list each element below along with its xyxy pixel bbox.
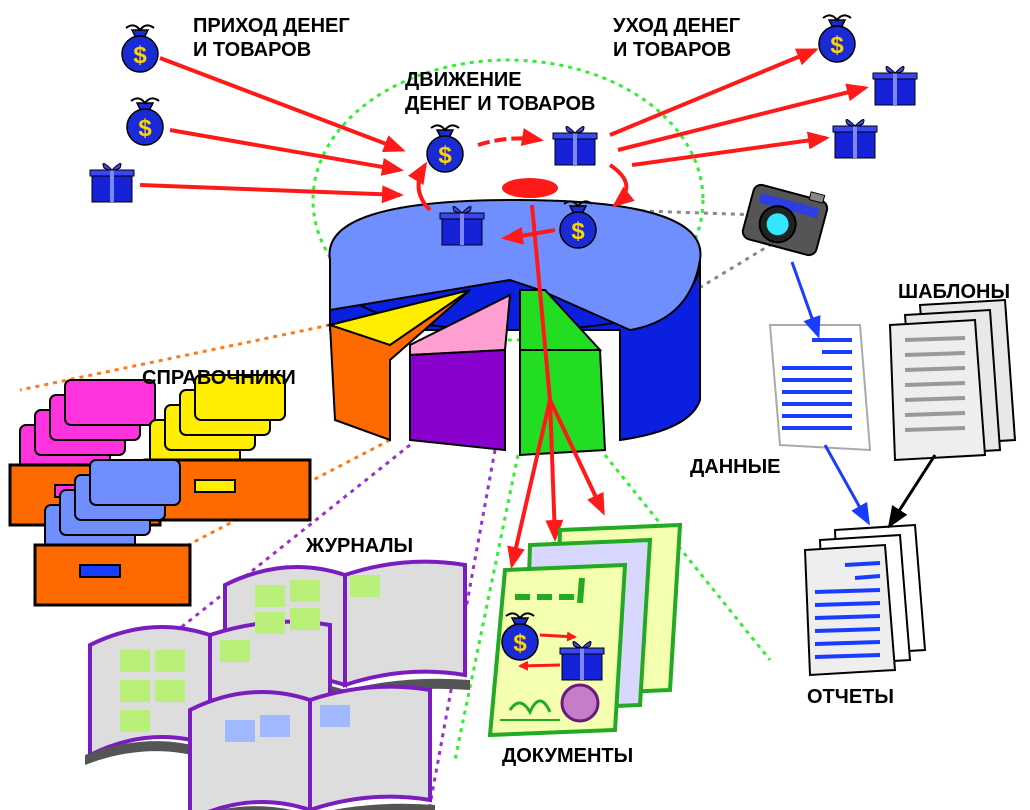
gift-box-icon [832, 118, 878, 159]
income-label-line2: И ТОВАРОВ [193, 39, 311, 61]
gift-box-icon [552, 125, 598, 166]
data-document-icon [768, 324, 872, 452]
templates-document-icon [888, 298, 1017, 462]
templates-label: ШАБЛОНЫ [898, 281, 1010, 303]
gift-box-icon [89, 162, 135, 203]
references-label: СПРАВОЧНИКИ [142, 367, 296, 389]
money-bag-icon [426, 124, 464, 173]
gift-box-icon [872, 65, 918, 106]
outgo-flow [609, 14, 918, 167]
data-label: ДАННЫЕ [690, 456, 781, 478]
income-label-line1: ПРИХОД ДЕНЕГ [193, 15, 350, 37]
money-bag-icon [126, 97, 164, 146]
camera-icon [741, 183, 829, 257]
document-arrows [507, 204, 605, 569]
movement-label-line1: ДВИЖЕНИЕ [405, 69, 522, 91]
documents-label: ДОКУМЕНТЫ [502, 745, 633, 767]
income-flow [89, 24, 406, 204]
labels: ПРИХОД ДЕНЕГ И ТОВАРОВ УХОД ДЕНЕГ И ТОВА… [142, 15, 1010, 767]
pie-chart-database [326, 178, 702, 457]
movement-label-line2: ДЕНЕГ И ТОВАРОВ [405, 93, 595, 115]
journals-label: ЖУРНАЛЫ [305, 535, 413, 557]
documents-stack [487, 522, 683, 738]
reports-document-icon [803, 523, 927, 677]
outgo-label-line1: УХОД ДЕНЕГ [613, 15, 740, 37]
reports-label: ОТЧЕТЫ [807, 686, 894, 708]
journals-books [83, 559, 472, 810]
movement-cycle [408, 124, 635, 249]
money-bag-icon [121, 24, 159, 73]
outgo-label-line2: И ТОВАРОВ [613, 39, 731, 61]
money-bag-icon [818, 14, 856, 63]
references-drawers [8, 374, 312, 607]
